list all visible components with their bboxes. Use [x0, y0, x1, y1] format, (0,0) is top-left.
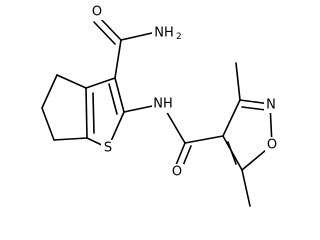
bond-c3-c2	[114, 77, 125, 113]
bond-c3a-c6a-double	[92, 92, 95, 134]
isoxazole-oxygen-label: O	[265, 137, 279, 153]
amide-nitrogen-text: NH	[153, 97, 173, 112]
atom-label-layer: O NH 2 NH S O N	[90, 4, 279, 180]
carboxamide-nitrogen-text: NH	[154, 26, 174, 41]
carboxamide-oxygen-text: O	[92, 5, 102, 20]
bond-c6-c6a	[53, 137, 88, 141]
bond-ccarbox-o-double	[93, 21, 116, 45]
carboxamide-nitrogen-subscript: 2	[176, 32, 182, 42]
bond-c3-c2-double	[108, 83, 118, 115]
isoxazole-oxygen-text: O	[267, 138, 277, 153]
carboxamide-oxygen-label: O	[90, 4, 104, 20]
thiophene-sulfur-label: S	[101, 140, 115, 156]
bond-c3iso-niso-double	[241, 106, 267, 111]
carboxamide-nitrogen-label: NH 2	[152, 24, 182, 42]
amide-nitrogen-label: NH	[152, 95, 174, 113]
bond-cam-c4iso	[184, 135, 224, 144]
bond-c4iso-c3iso	[222, 99, 241, 137]
bond-c5iso-methyl	[241, 169, 251, 207]
isoxazole-nitrogen-text: N	[266, 98, 276, 113]
isoxazole-nitrogen-label: N	[264, 97, 278, 113]
bond-c3a-c6a	[85, 87, 88, 139]
bond-c5-c6	[41, 107, 55, 141]
amide-oxygen-text: O	[172, 165, 182, 180]
bond-c5iso-c4iso-double	[227, 141, 237, 165]
bond-cam-o	[175, 142, 186, 166]
thiophene-sulfur-text: S	[104, 141, 112, 156]
bond-layer	[41, 15, 273, 207]
bond-c3a-c3	[85, 77, 116, 89]
bond-c4-c5	[41, 74, 58, 109]
molecule-canvas: O NH 2 NH S O N	[41, 4, 279, 207]
bond-ccarbox-nh2	[120, 32, 153, 41]
structure-drawing: O NH 2 NH S O N	[41, 4, 279, 207]
bond-c3iso-methyl	[235, 62, 241, 101]
bond-c3-ccarbox	[114, 39, 122, 79]
amide-oxygen-label: O	[170, 164, 184, 180]
bond-c4-c3a	[56, 74, 87, 89]
